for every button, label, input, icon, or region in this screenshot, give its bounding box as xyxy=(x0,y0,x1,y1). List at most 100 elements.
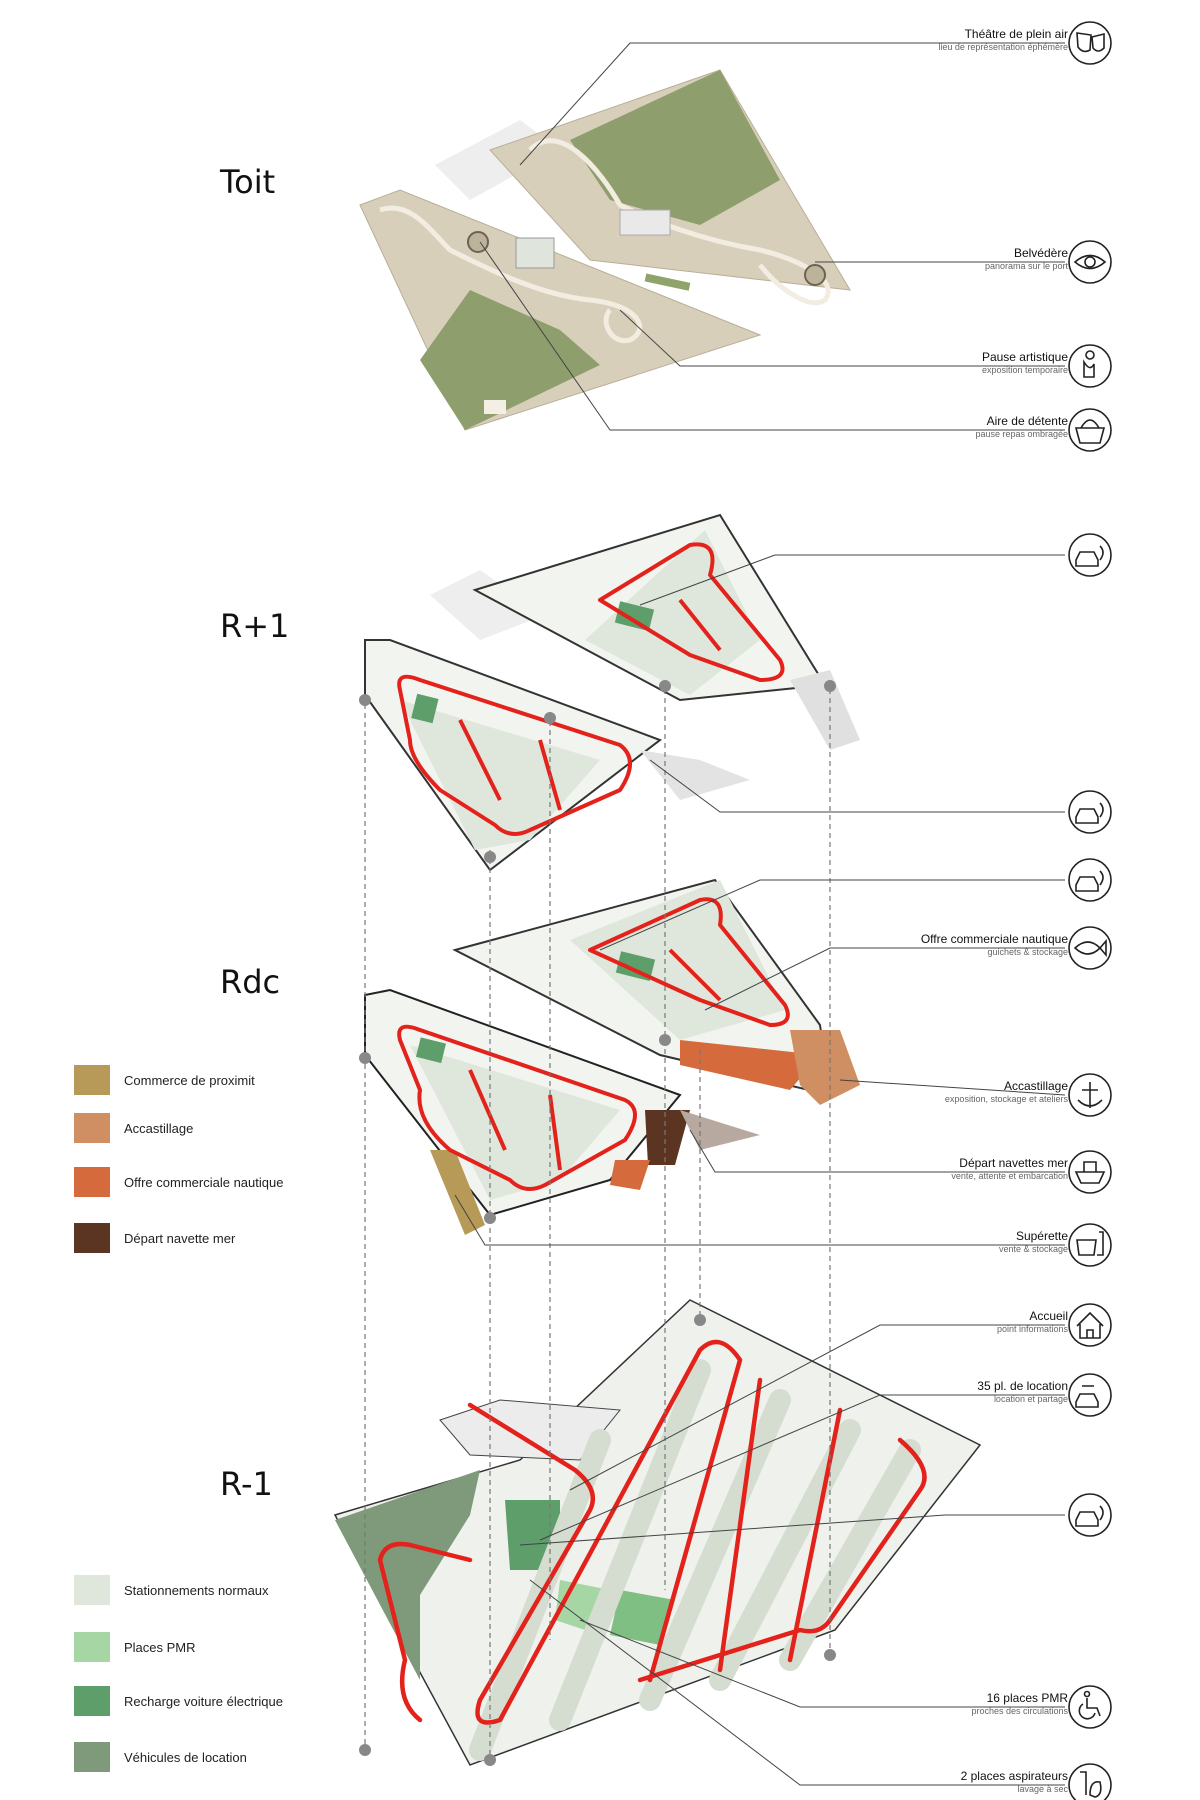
ev-charging-icon xyxy=(1068,790,1112,834)
r1-north-tail xyxy=(790,670,860,750)
callout-location: 35 pl. de location location et partage xyxy=(708,1379,1068,1405)
legend-swatch xyxy=(74,1113,110,1143)
legend-label: Stationnements normaux xyxy=(124,1582,269,1598)
r-1-rental-zone xyxy=(335,1470,480,1680)
callout-superette: Supérette vente & stockage xyxy=(708,1229,1068,1255)
callout-title: 16 places PMR xyxy=(986,1691,1068,1705)
eye-panorama-icon xyxy=(1068,240,1112,284)
legend-label: Recharge voiture électrique xyxy=(124,1693,283,1709)
callout-title: Belvédère xyxy=(1013,246,1068,260)
vacuum-icon xyxy=(1068,1763,1112,1800)
rdc-accastillage xyxy=(790,1030,860,1105)
callout-offre-nautique: Offre commerciale nautique guichets & st… xyxy=(708,932,1068,958)
callout-title: Départ navettes mer xyxy=(959,1156,1068,1170)
callout-accastillage: Accastillage exposition, stockage et ate… xyxy=(708,1079,1068,1105)
callout-icons xyxy=(1068,21,1112,1800)
callout-subtitle: lieu de représentation éphémère xyxy=(938,42,1068,52)
callout-subtitle: point informations xyxy=(996,1324,1068,1334)
legend-swatch xyxy=(74,1742,110,1772)
roof-pavilion xyxy=(515,237,555,269)
r-1-pmr-zone-2 xyxy=(610,1590,675,1645)
callout-theatre: Théâtre de plein air lieu de représentat… xyxy=(708,27,1068,53)
rdc-commerce xyxy=(430,1150,485,1235)
callout-title: Supérette xyxy=(1015,1229,1068,1243)
r1-south-shadow xyxy=(640,750,750,800)
r-1-level xyxy=(333,1299,982,1766)
r1-circulation-north xyxy=(598,542,785,682)
r1-north-shadow xyxy=(430,570,545,640)
callout-subtitle: location et partage xyxy=(993,1394,1068,1404)
ev-charging-icon xyxy=(1068,858,1112,902)
callout-title: 2 places aspirateurs xyxy=(960,1769,1068,1783)
house-icon xyxy=(1068,1303,1112,1347)
level-title-r1: R+1 xyxy=(220,607,290,645)
r1-north-strip xyxy=(585,530,760,695)
picnic-basket-icon xyxy=(1068,408,1112,452)
legend-label: Départ navette mer xyxy=(124,1230,236,1246)
legend-swatch xyxy=(74,1167,110,1197)
callout-pmr: 16 places PMR proches des circulations xyxy=(708,1691,1068,1717)
callout-subtitle: vente & stockage xyxy=(998,1244,1068,1254)
callout-aspirateurs: 2 places aspirateurs lavage à sec xyxy=(708,1769,1068,1795)
callout-title: Accueil xyxy=(1029,1309,1068,1323)
rdc-shadow xyxy=(680,1110,760,1150)
rdc-nautique xyxy=(680,1040,820,1090)
car-sharing-icon xyxy=(1068,1373,1112,1417)
roof-terrace xyxy=(484,400,506,414)
rdc-ev-spot-south xyxy=(415,1037,447,1064)
legend-swatch xyxy=(74,1575,110,1605)
legend-label: Places PMR xyxy=(124,1639,196,1655)
callout-subtitle: panorama sur le port xyxy=(984,261,1068,271)
legend-item-offre-nautique: Offre commerciale nautique xyxy=(74,1167,283,1197)
r-1-circulation xyxy=(377,1339,927,1725)
legend-swatch xyxy=(74,1686,110,1716)
legend-item-pmr: Places PMR xyxy=(74,1632,196,1662)
callout-aire-detente: Aire de détente pause repas ombragée xyxy=(708,414,1068,440)
legend-item-navette: Départ navette mer xyxy=(74,1223,235,1253)
level-title-rdc: Rdc xyxy=(220,963,281,1001)
rdc-circulation-north xyxy=(588,897,790,1027)
shopping-icon xyxy=(1068,1223,1112,1267)
callout-subtitle: pause repas ombragée xyxy=(975,429,1068,439)
callout-title: Accastillage xyxy=(1003,1079,1068,1093)
roof-pavilion-2 xyxy=(619,209,671,236)
r1-ev-spot-north xyxy=(614,601,655,632)
callout-navettes: Départ navettes mer vente, attente et em… xyxy=(708,1156,1068,1182)
r1-ev-spot-south xyxy=(411,693,439,724)
callout-title: Théâtre de plein air xyxy=(964,27,1068,41)
anchor-icon xyxy=(1068,1073,1112,1117)
legend-swatch xyxy=(74,1632,110,1662)
callout-subtitle: exposition temporaire xyxy=(981,365,1068,375)
rdc-level xyxy=(364,878,860,1235)
legend-swatch xyxy=(74,1223,110,1253)
legend-item-accastillage: Accastillage xyxy=(74,1113,193,1143)
level-title-r-1: R-1 xyxy=(220,1465,273,1503)
legend-label: Offre commerciale nautique xyxy=(124,1174,284,1190)
fish-icon xyxy=(1068,926,1112,970)
callout-title: Aire de détente xyxy=(986,414,1068,428)
callout-title: Offre commerciale nautique xyxy=(920,932,1068,946)
callout-subtitle: proches des circulations xyxy=(971,1706,1068,1716)
callout-subtitle: lavage à sec xyxy=(1017,1784,1068,1794)
rdc-south-strip xyxy=(410,1045,620,1200)
legend-item-ev: Recharge voiture électrique xyxy=(74,1686,283,1716)
belvedere-ring-north xyxy=(804,264,826,286)
callout-title: 35 pl. de location xyxy=(977,1379,1068,1393)
callout-belvedere: Belvédère panorama sur le port xyxy=(708,246,1068,272)
leader-lines xyxy=(454,42,1066,1786)
wheelchair-icon xyxy=(1068,1685,1112,1729)
level-title-roof: Toit xyxy=(220,163,276,201)
legend-label: Véhicules de location xyxy=(124,1749,247,1765)
sculpture-icon xyxy=(1068,344,1112,388)
theater-masks-icon xyxy=(1068,21,1112,65)
r1-level xyxy=(364,513,860,872)
legend-item-normal-parking: Stationnements normaux xyxy=(74,1575,269,1605)
vertical-cores xyxy=(364,680,831,1760)
roof-level xyxy=(359,69,851,431)
rdc-navette xyxy=(645,1110,690,1165)
rdc-circulation-south xyxy=(397,1024,637,1191)
legend-swatch xyxy=(74,1065,110,1095)
roof-planter xyxy=(644,273,691,291)
callout-subtitle: vente, attente et embarcation xyxy=(951,1171,1068,1181)
